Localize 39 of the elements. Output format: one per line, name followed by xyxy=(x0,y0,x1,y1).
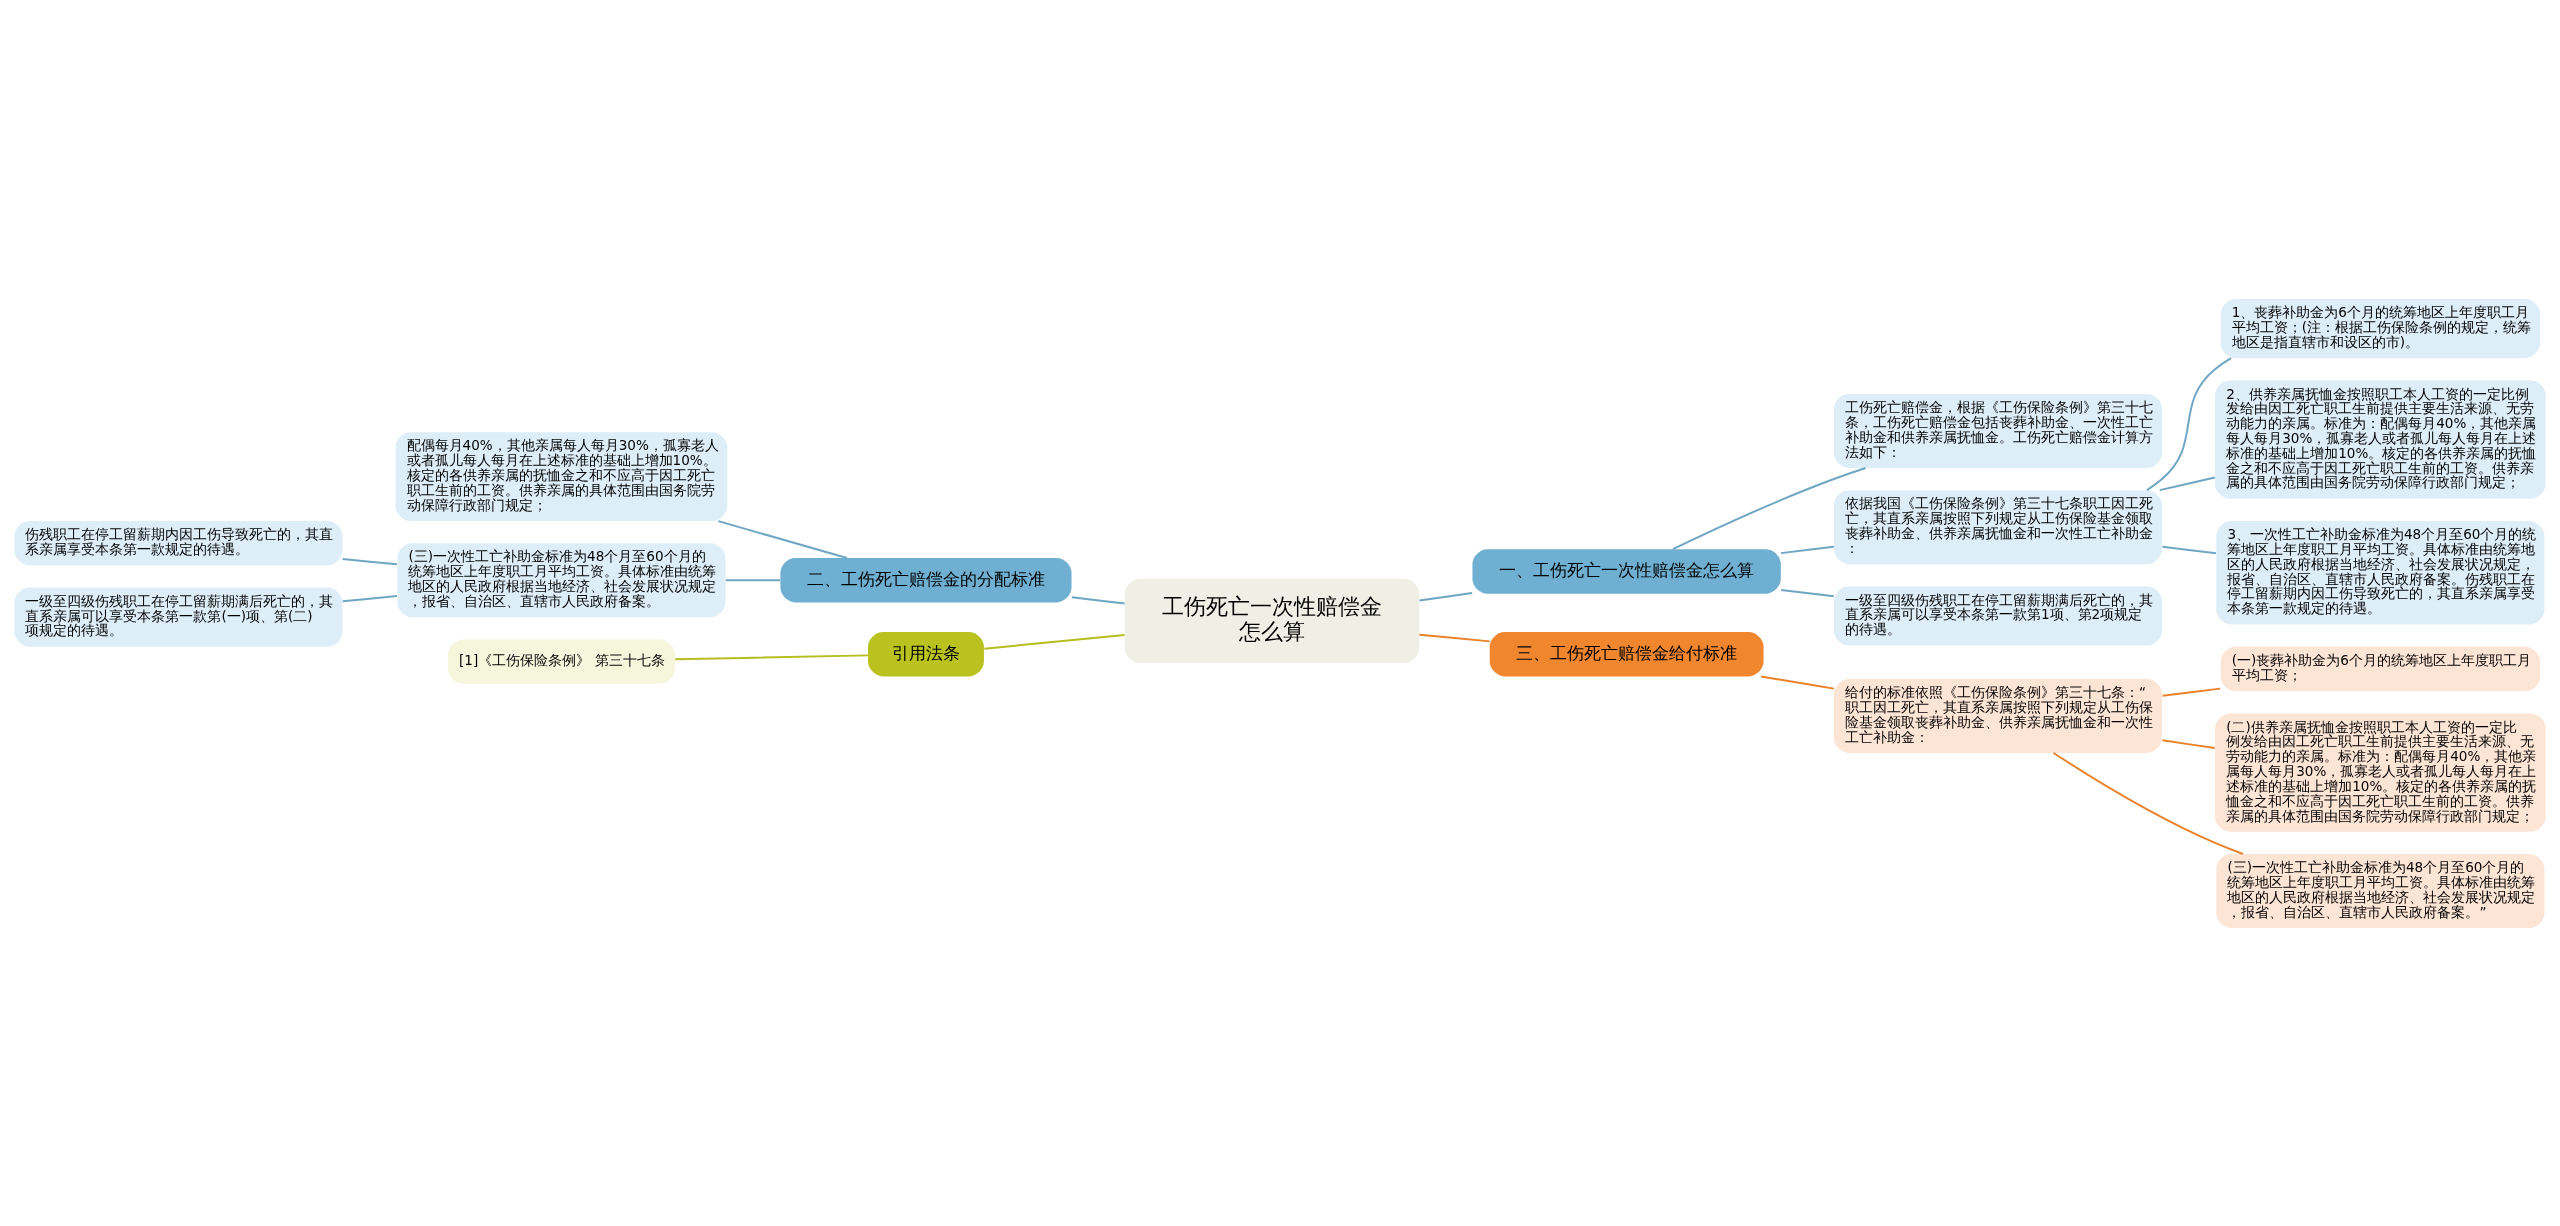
connector xyxy=(2158,475,2216,491)
node-box: (三)一次性工亡补助金标准为48个月至60个月的统筹地区上年度职工月平均工资。具体标准由统筹地区的人民政府根据当地经济、社会发展状况规定，报省、自治区、直辖市人民政府备案。” xyxy=(2216,853,2545,928)
connector xyxy=(1418,633,1491,642)
node-box: 工伤死亡赔偿金，根据《工伤保险条例》第三十七条，工伤死亡赔偿金包括丧葬补助金、一次性工亡补助金和供养亲属抚恤金。工伤死亡赔偿金计算方法如下： xyxy=(1833,393,2162,468)
connector xyxy=(2052,751,2244,855)
node-box: 给付的标准依照《工伤保险条例》第三十七条：“职工因工死亡，其直系亲属按照下列规定从工伤保险基金领取丧葬补助金、供养亲属抚恤金和一次性工亡补助金： xyxy=(1833,678,2162,753)
node-box: (三)一次性工亡补助金标准为48个月至60个月的统筹地区上年度职工月平均工资。具体标准由统筹地区的人民政府根据当地经济、社会发展状况规定，报省、自治区、直辖市人民政府备案。 xyxy=(397,542,726,617)
connector xyxy=(674,653,869,660)
node-box: (二)供养亲属抚恤金按照职工本人工资的一定比例发给由因工死亡职工生前提供主要生活来源、无劳动能力的亲属。标准为：配偶每月40%，其他亲属每人每月30%，孤寡老人或者孤儿每人每月在上述标准的基础上增加10%。核定的各供养亲属的抚恤金之和不应高于因工死亡职工生前的工资。供养亲属的具体范围由国务院劳动保障行政部门规定； xyxy=(2215,712,2546,832)
connector xyxy=(341,557,398,565)
node-box: 一级至四级伤残职工在停工留薪期满后死亡的，其直系亲属可以享受本条第一款第1项、第2项规定的待遇。 xyxy=(1833,585,2162,646)
node-box: 三、工伤死亡赔偿金给付标准 xyxy=(1489,631,1764,676)
connector xyxy=(724,578,782,581)
node-box: 一、工伤死亡一次性赔偿金怎么算 xyxy=(1472,548,1781,594)
connector xyxy=(2161,687,2222,697)
connector xyxy=(1418,591,1474,601)
connector xyxy=(2146,356,2233,491)
node-box: [1]《工伤保险条例》 第三十七条 xyxy=(447,638,675,684)
connector xyxy=(1780,588,1835,597)
connector xyxy=(717,519,848,559)
node-box: 3、一次性工亡补助金标准为48个月至60个月的统筹地区上年度职工月平均工资。具体标准由统筹地区的人民政府根据当地经济、社会发展状况规定，报省、自治区、直辖市人民政府备案。伤残职工在停工留薪期内因工伤导致死亡的，其直系亲属享受本条第一款规定的待遇。 xyxy=(2216,520,2545,625)
node-box: (一)丧葬补助金为6个月的统筹地区上年度职工月平均工资； xyxy=(2220,646,2541,691)
connector xyxy=(1780,545,1835,554)
connector xyxy=(1070,595,1126,605)
connector xyxy=(1671,466,1867,550)
node-box: 依据我国《工伤保险条例》第三十七条职工因工死亡，其直系亲属按照下列规定从工伤保险基金领取丧葬补助金、供养亲属抚恤金和一次性工亡补助金： xyxy=(1833,489,2162,564)
node-box: 一级至四级伤残职工在停工留薪期满后死亡的，其直系亲属可以享受本条第一款第(一)项、第(二)项规定的待遇。 xyxy=(14,587,343,647)
connector xyxy=(341,594,398,602)
node-box: 工伤死亡一次性赔偿金怎么算 xyxy=(1124,578,1420,663)
connector xyxy=(2161,545,2217,554)
node-box: 1、丧葬补助金为6个月的统筹地区上年度职工月平均工资；(注：根据工伤保险条例的规定，统筹地区是指直辖市和设区的市)。 xyxy=(2220,298,2541,358)
connector xyxy=(983,633,1126,650)
connector xyxy=(2161,738,2216,749)
node-box: 配偶每月40%，其他亲属每人每月30%，孤寡老人或者孤儿每人每月在上述标准的基础上增加10%。核定的各供养亲属的抚恤金之和不应高于因工死亡职工生前的工资。供养亲属的具体范围由国务院劳动保障行政部门规定； xyxy=(395,431,728,521)
node-box: 二、工伤死亡赔偿金的分配标准 xyxy=(780,557,1072,602)
node-box: 伤残职工在停工留薪期内因工伤导致死亡的，其直系亲属享受本条第一款规定的待遇。 xyxy=(14,520,343,565)
node-box: 2、供养亲属抚恤金按照职工本人工资的一定比例发给由因工死亡职工生前提供主要生活来源、无劳动能力的亲属。标准为：配偶每月40%，其他亲属每人每月30%，孤寡老人或者孤儿每人每月在上述标准的基础上增加10%。核定的各供养亲属的抚恤金之和不应高于因工死亡职工生前的工资。供养亲属的具体范围由国务院劳动保障行政部门规定； xyxy=(2215,379,2546,499)
node-box: 引用法条 xyxy=(868,631,984,676)
connector xyxy=(1760,675,1835,690)
